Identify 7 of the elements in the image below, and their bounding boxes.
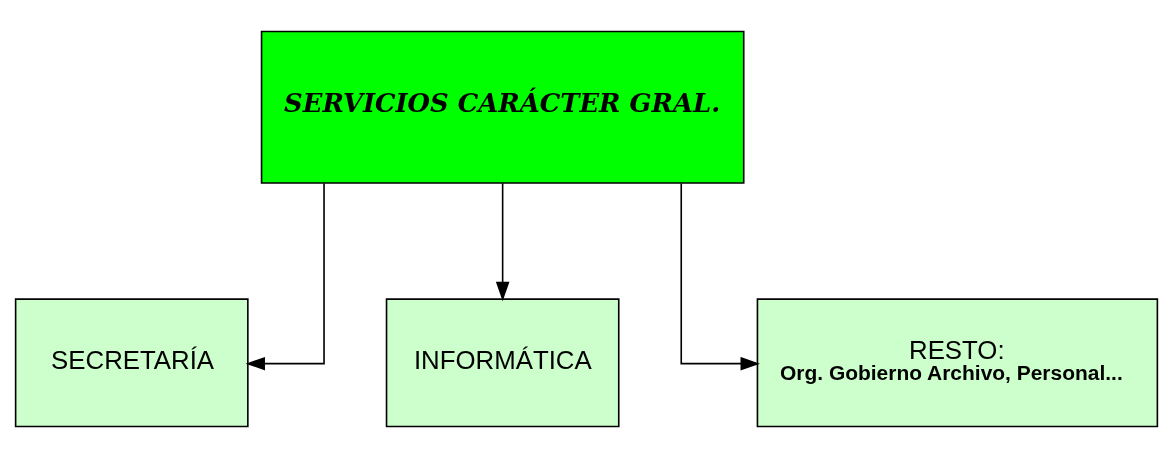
arrow bbox=[245, 182, 325, 371]
arrow bbox=[495, 182, 510, 302]
node-box: RESTO: Org. Gobierno Archivo, Personal... bbox=[756, 298, 1159, 428]
arrow bbox=[680, 182, 760, 371]
node-box: INFORMÁTICA bbox=[385, 298, 620, 428]
node-box: SECRETARÍA bbox=[14, 298, 249, 428]
node-box: SERVICIOS CARÁCTER GRAL. bbox=[260, 30, 745, 184]
